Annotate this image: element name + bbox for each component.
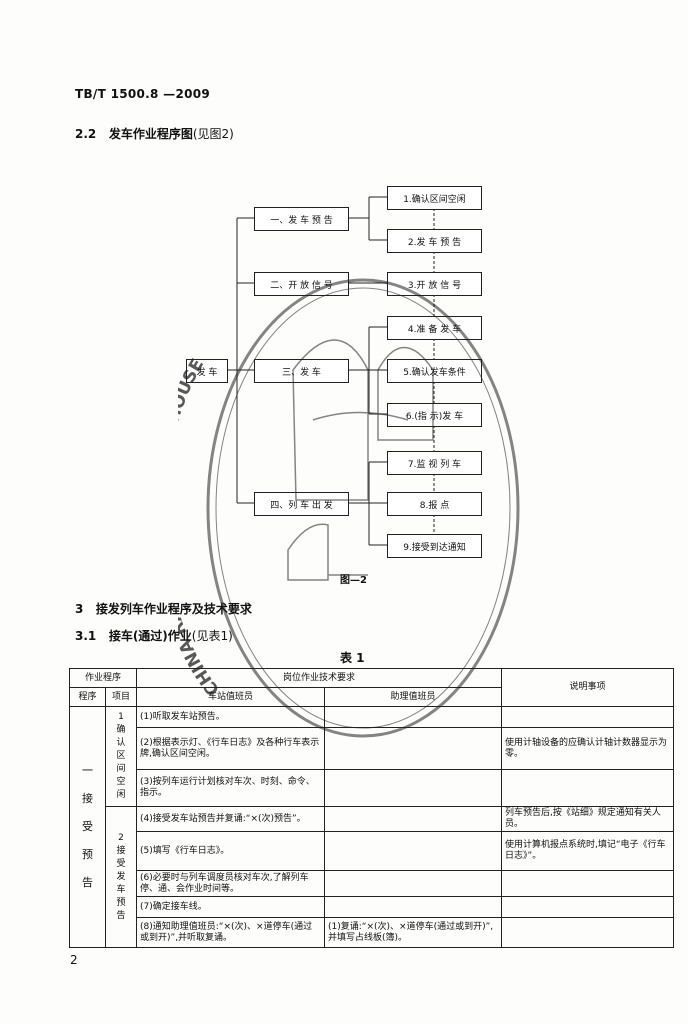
flow-step-3: 3.开 放 信 号 bbox=[387, 272, 482, 296]
row-6-notes bbox=[501, 870, 675, 897]
section-3-heading: 3 接发列车作业程序及技术要求 bbox=[75, 600, 252, 617]
table-row: (6)必要时与列车调度员核对车次,了解列车停、通、会作业时间等。 bbox=[70, 870, 675, 897]
table-1: 作业程序 岗位作业技术要求 说明事项 程序 项目 车站值班员 助理值班员 一 接… bbox=[68, 668, 675, 948]
flow-step-2: 2.发 车 预 告 bbox=[387, 229, 482, 253]
header-notes: 说明事项 bbox=[501, 668, 675, 707]
flow-step-7: 7.监 视 列 车 bbox=[387, 451, 482, 475]
item-1-cell: 1 确认区间空闲 bbox=[104, 706, 138, 807]
table-row: (7)确定接车线。 bbox=[70, 896, 675, 918]
table-row: (5)填写《行车日志》。 使用计算机报点系统时,填记“电子《行车日志》”。 bbox=[70, 831, 675, 871]
section-3-1-heading: 3.1 接车(通过)作业(见表1) bbox=[75, 627, 233, 644]
table-row: 2 接受发车预告 (4)接受发车站预告并复诵:“×(次)预告”。 列车预告后,按… bbox=[70, 806, 675, 948]
flow-stage-3: 三、发 车 bbox=[254, 359, 349, 383]
section-3-number: 3 bbox=[75, 602, 84, 616]
flow-step-5: 5.确认发车条件 bbox=[387, 359, 482, 383]
row-6-station: (6)必要时与列车调度员核对车次,了解列车停、通、会作业时间等。 bbox=[136, 870, 326, 897]
section-3-1-ref: (见表1) bbox=[191, 629, 233, 643]
item-1-name: 确认区间空闲 bbox=[116, 725, 126, 800]
row-4-station: (4)接受发车站预告并复诵:“×(次)预告”。 bbox=[136, 806, 326, 832]
row-3-station: (3)按列车运行计划核对车次、时刻、命令、指示。 bbox=[136, 769, 326, 807]
section-3-title: 接发列车作业程序及技术要求 bbox=[95, 602, 252, 616]
header-procedure: 作业程序 bbox=[68, 668, 138, 688]
row-8-assistant: (1)复诵:“×(次)、×道停车(通过或到开)”,并填写占线板(簿)。 bbox=[324, 917, 503, 948]
row-3-notes bbox=[501, 769, 675, 807]
flow-step-8: 8.报 点 bbox=[387, 492, 482, 516]
section-2-2-number: 2.2 bbox=[75, 127, 97, 141]
row-5-assistant bbox=[324, 831, 503, 871]
flow-stage-1: 一、发 车 预 告 bbox=[254, 207, 349, 231]
row-7-station: (7)确定接车线。 bbox=[136, 896, 326, 918]
flow-step-9: 9.接受到达通知 bbox=[387, 534, 482, 558]
item-2-number: 2 bbox=[118, 832, 124, 843]
row-7-assistant bbox=[324, 896, 503, 918]
row-8-station: (8)通知助理值班员:“×(次)、×道停车(通过或到开)”,并听取复诵。 bbox=[136, 917, 326, 948]
header-item: 项目 bbox=[104, 687, 138, 707]
flow-stage-4: 四、列 车 出 发 bbox=[254, 492, 349, 516]
row-6-assistant bbox=[324, 870, 503, 897]
standard-code: TB/T 1500.8 —2009 bbox=[75, 87, 211, 101]
section-2-2-heading: 2.2 发车作业程序图(见图2) bbox=[75, 125, 234, 142]
flow-stage-2: 二、开 放 信 号 bbox=[254, 272, 349, 296]
item-2-cell: 2 接受发车预告 bbox=[104, 806, 138, 948]
section-3-1-title: 接车(通过)作业 bbox=[108, 629, 192, 643]
table-row: (8)通知助理值班员:“×(次)、×道停车(通过或到开)”,并听取复诵。 (1)… bbox=[70, 917, 675, 948]
item-1-number: 1 bbox=[118, 712, 124, 722]
section-2-2-title: 发车作业程序图 bbox=[108, 127, 193, 141]
row-1-notes bbox=[501, 706, 675, 728]
row-7-notes bbox=[501, 896, 675, 918]
row-5-notes: 使用计算机报点系统时,填记“电子《行车日志》”。 bbox=[501, 831, 675, 871]
figure-caption: 图—2 bbox=[340, 575, 367, 586]
row-5-station: (5)填写《行车日志》。 bbox=[136, 831, 326, 871]
row-2-notes: 使用计轴设备的应确认计轴计数器显示为零。 bbox=[501, 727, 675, 770]
header-seq: 程序 bbox=[69, 687, 106, 707]
section-2-2-ref: (见图2) bbox=[192, 127, 234, 141]
page-number: 2 bbox=[70, 953, 78, 967]
flow-step-1: 1.确认区间空闲 bbox=[387, 186, 482, 210]
table-1-title: 表 1 bbox=[340, 651, 365, 665]
table-row: (3)按列车运行计划核对车次、时刻、命令、指示。 bbox=[70, 769, 675, 807]
row-8-notes bbox=[501, 917, 675, 948]
item-2-name: 接受发车预告 bbox=[116, 845, 126, 921]
seq-label: 一 接 受 预 告 bbox=[69, 706, 106, 948]
publisher-stamp-watermark: CHINA RAILWAY PUBLISHING HOUSE bbox=[178, 278, 520, 738]
row-4-assistant bbox=[324, 806, 503, 832]
section-3-1-number: 3.1 bbox=[75, 629, 97, 643]
row-4-notes: 列车预告后,按《站细》规定通知有关人员。 bbox=[501, 806, 675, 832]
row-3-assistant bbox=[324, 769, 503, 807]
flow-root-depart: 发 车 bbox=[186, 359, 228, 383]
